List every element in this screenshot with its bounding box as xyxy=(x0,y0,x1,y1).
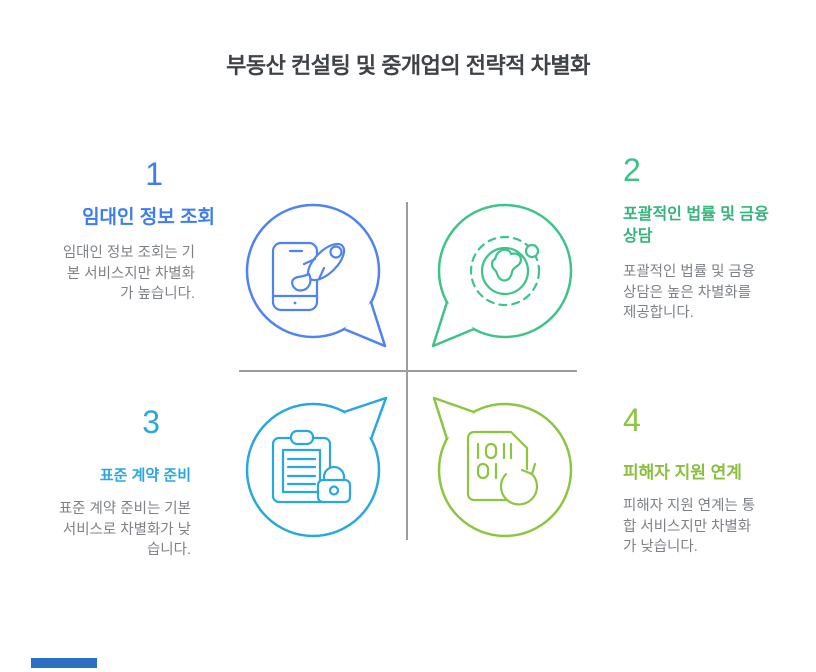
binary-document-refresh-icon xyxy=(428,396,578,551)
globe-orbit-icon xyxy=(428,198,578,353)
step-heading-2: 포괄적인 법률 및 금융 상담 xyxy=(623,206,769,245)
step-number-2: 2 xyxy=(623,152,641,188)
quadrant-2-text-block: 2 포괄적인 법률 및 금융 상담 포괄적인 법률 및 금융 상담은 높은 차별… xyxy=(623,152,795,324)
quadrant-3-text-block: 3 표준 계약 준비 표준 계약 준비는 기본 서비스로 차별화가 낮 습니다. xyxy=(35,404,191,561)
step-number-1: 1 xyxy=(145,156,163,192)
smartphone-rocket-icon xyxy=(240,198,390,353)
clipboard-lock-icon xyxy=(240,396,390,551)
step-description-4: 피해자 지원 연계는 통 합 서비스지만 차별화 가 낮습니다. xyxy=(623,498,756,555)
step-heading-4: 피해자 지원 연계 xyxy=(623,463,742,482)
step-heading-3: 표준 계약 준비 xyxy=(99,467,191,484)
quadrant-1-text-block: 1 임대인 정보 조회 임대인 정보 조회는 기 본 서비스지만 차별화 가 높… xyxy=(35,156,215,305)
step-number-3: 3 xyxy=(142,404,160,440)
step-heading-1: 임대인 정보 조회 xyxy=(82,207,215,228)
quadrant-4-text-block: 4 피해자 지원 연계 피해자 지원 연계는 통 합 서비스지만 차별화 가 낮… xyxy=(623,402,795,558)
step-description-3: 표준 계약 준비는 기본 서비스로 차별화가 낮 습니다. xyxy=(58,501,191,558)
page-title: 부동산 컨설팅 및 중개업의 전략적 차별화 xyxy=(226,53,590,78)
footer-accent-bar xyxy=(31,658,97,668)
step-description-1: 임대인 정보 조회는 기 본 서비스지만 차별화 가 높습니다. xyxy=(62,245,195,302)
horizontal-divider xyxy=(239,370,577,372)
step-number-4: 4 xyxy=(623,402,641,438)
step-description-2: 포괄적인 법률 및 금융 상담은 높은 차별화를 제공합니다. xyxy=(623,264,756,321)
